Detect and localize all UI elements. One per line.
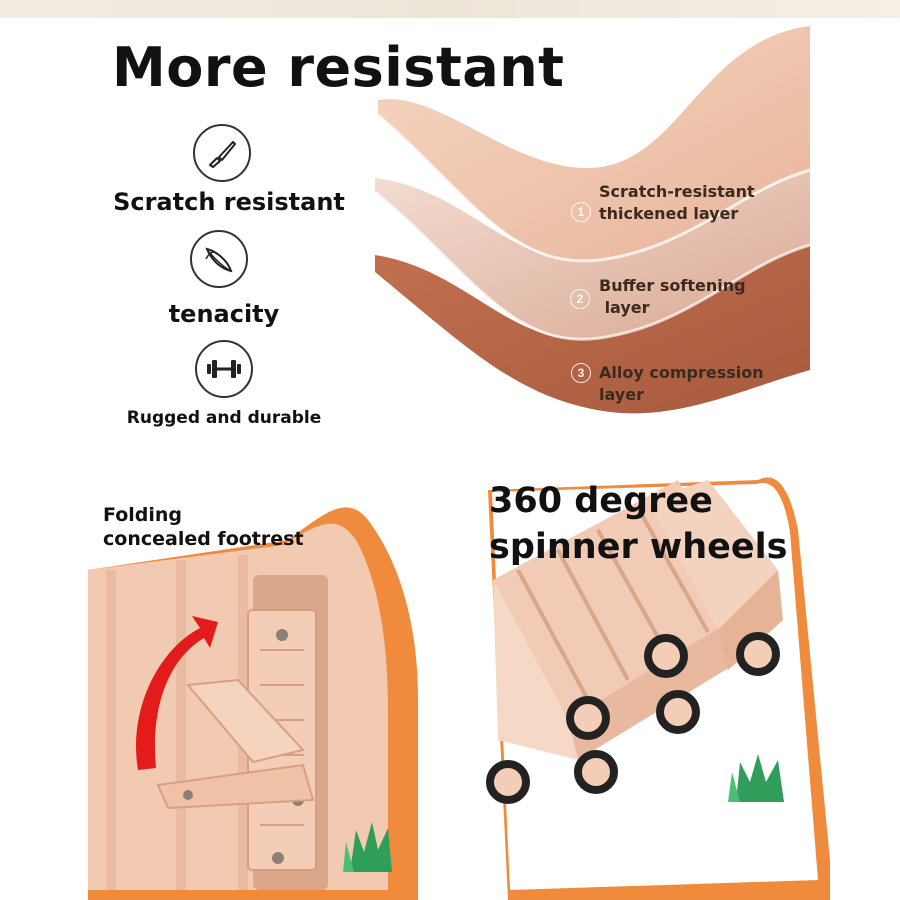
- layer-number-1: 1: [571, 202, 591, 222]
- leaf-icon: [190, 230, 248, 288]
- top-decoration: [0, 0, 900, 18]
- grass-icon: [343, 822, 392, 872]
- grass-icon: [728, 754, 784, 802]
- dumbbell-icon: [195, 340, 253, 398]
- buffer-layer-shape: [375, 170, 810, 340]
- layer-label-3: Alloy compression layer: [599, 363, 764, 404]
- scalpel-icon: [193, 124, 251, 182]
- spinner-wheel-icon: [486, 632, 780, 804]
- layer-number-3: 3: [571, 363, 591, 383]
- folding-pedal: [186, 678, 305, 764]
- layer-label-1: Scratch-resistant thickened layer: [599, 182, 755, 223]
- page-title: More resistant: [112, 36, 565, 99]
- feature-label-rugged: Rugged and durable: [126, 408, 322, 428]
- wheels-title: 360 degree spinner wheels: [489, 481, 788, 567]
- material-layers-illustration: [374, 26, 811, 414]
- wheels-panel: [486, 477, 830, 900]
- layer-label-2: Buffer softening layer: [599, 276, 746, 317]
- footrest-title: Folding concealed footrest: [103, 504, 304, 550]
- suitcase-2: [648, 480, 783, 670]
- red-arrow-icon: [136, 616, 218, 770]
- scratch-resistant-layer-shape: [378, 26, 810, 261]
- footrest-panel: [88, 507, 418, 900]
- feature-label-tenacity: tenacity: [168, 300, 280, 328]
- layer-number-2: 2: [570, 289, 590, 309]
- feature-label-scratch: Scratch resistant: [113, 188, 345, 216]
- alloy-layer-shape: [375, 240, 810, 414]
